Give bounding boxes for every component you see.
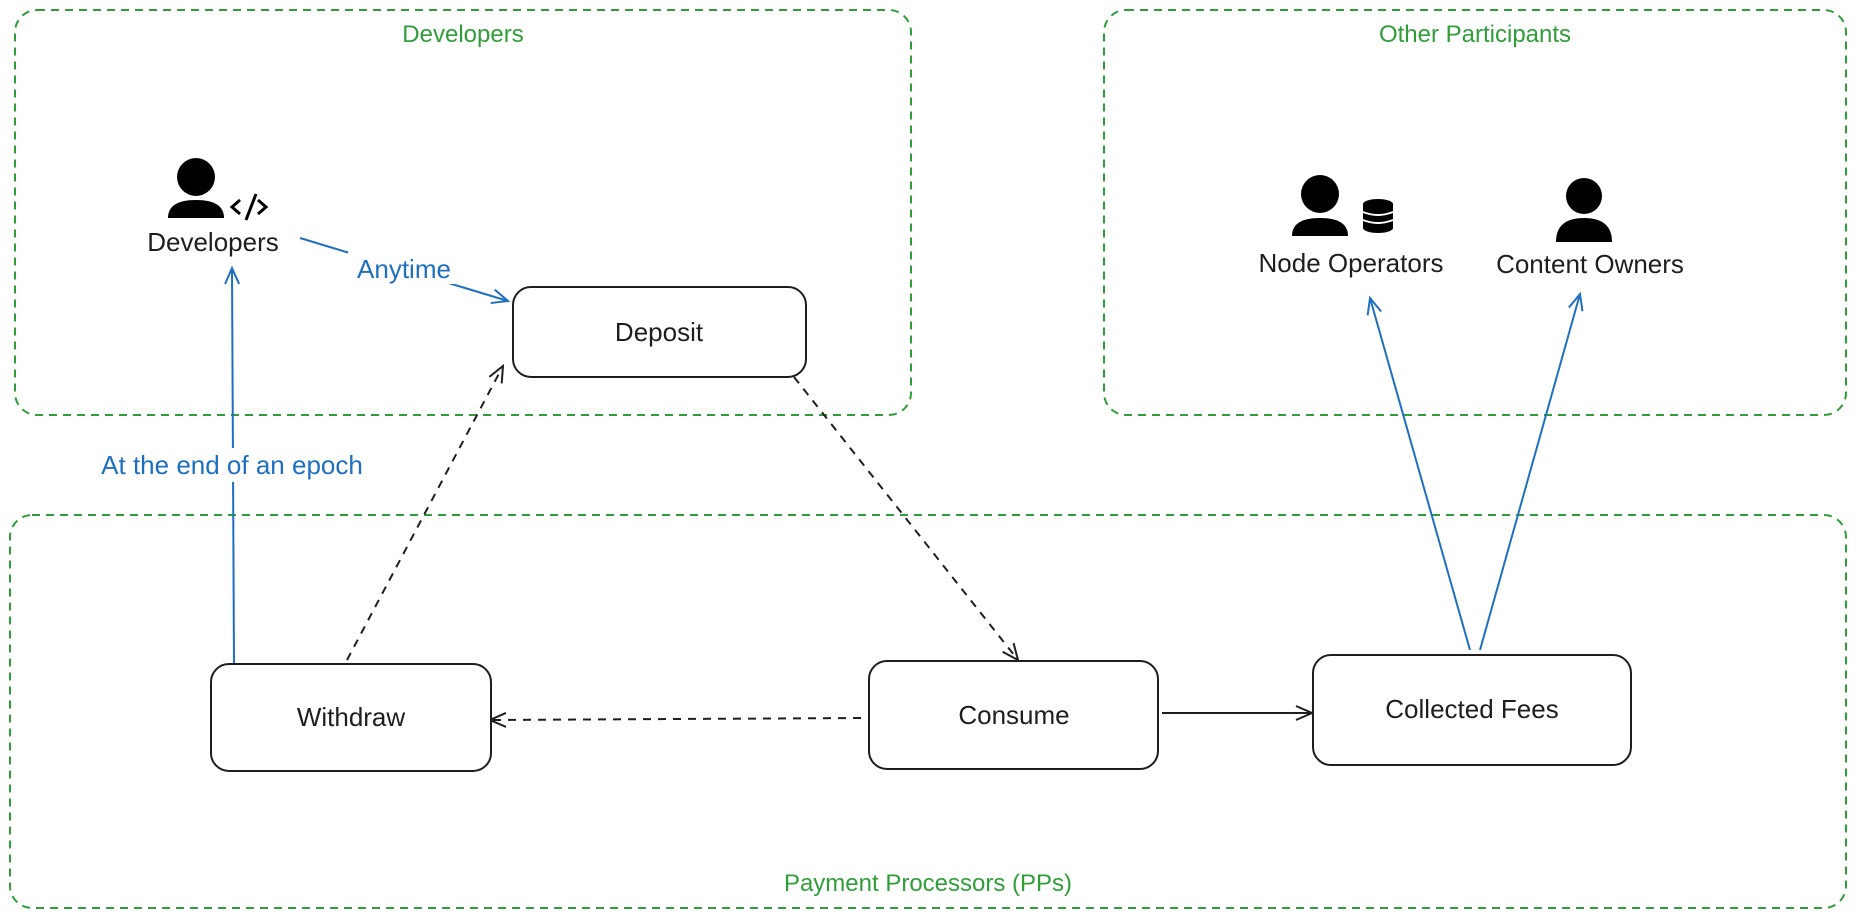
node-consume-label: Consume — [958, 700, 1069, 730]
edge-label-epoch-group: At the end of an epoch — [86, 448, 378, 482]
edge-label-anytime-group: Anytime — [348, 252, 460, 284]
group-payment-processors: Payment Processors (PPs) — [9, 514, 1847, 909]
group-payment-processors-title: Payment Processors (PPs) — [784, 870, 1072, 897]
group-other-participants: Other Participants — [1103, 9, 1847, 416]
group-developers: Developers — [14, 9, 912, 416]
actor-node-operators[interactable]: Node Operators — [1259, 175, 1444, 278]
node-collected-fees-label: Collected Fees — [1385, 694, 1558, 724]
edge-fees-to-node-operators — [1370, 298, 1471, 651]
edge-label-anytime: Anytime — [357, 254, 451, 284]
actor-developers[interactable]: Developers — [147, 158, 279, 257]
actor-content-owners[interactable]: Content Owners — [1496, 178, 1684, 279]
edge-withdraw-to-deposit — [346, 366, 503, 661]
edge-label-end-of-epoch: At the end of an epoch — [101, 450, 363, 480]
node-collected-fees[interactable]: Collected Fees — [1312, 654, 1632, 766]
group-developers-title: Developers — [402, 21, 523, 48]
node-withdraw[interactable]: Withdraw — [210, 663, 492, 772]
operator-database-icon — [1292, 175, 1394, 236]
node-withdraw-label: Withdraw — [297, 702, 406, 732]
person-icon — [1556, 178, 1612, 242]
node-consume[interactable]: Consume — [868, 660, 1159, 770]
edge-consume-to-withdraw — [490, 718, 862, 720]
actor-content-owners-label: Content Owners — [1496, 249, 1684, 279]
actor-developers-label: Developers — [147, 227, 279, 257]
actor-node-operators-label: Node Operators — [1259, 248, 1444, 278]
group-other-participants-title: Other Participants — [1379, 21, 1571, 48]
edge-fees-to-content-owners — [1479, 294, 1580, 651]
node-deposit[interactable]: Deposit — [512, 286, 807, 378]
node-deposit-label: Deposit — [615, 317, 704, 347]
developer-code-icon — [168, 158, 269, 221]
edge-deposit-to-consume — [793, 376, 1018, 660]
